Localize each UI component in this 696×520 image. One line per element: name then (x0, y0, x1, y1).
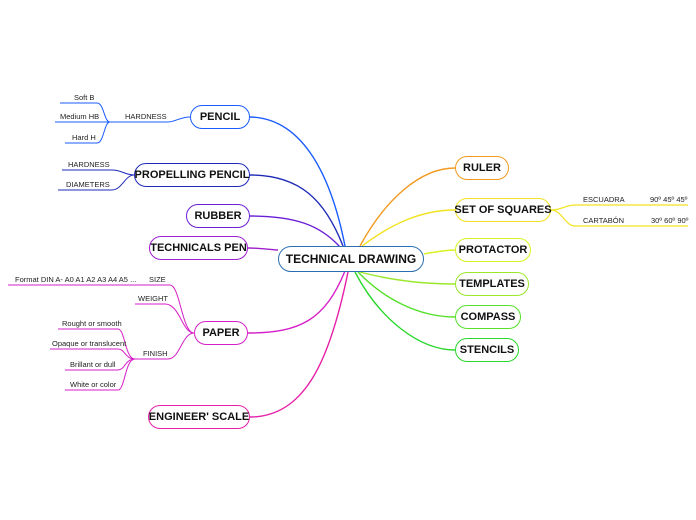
node-pencil[interactable]: PENCIL (190, 105, 250, 129)
branch-stencils (354, 271, 456, 351)
leaf-cartabon[interactable]: CARTABÓN (583, 216, 624, 225)
leaf-propelling-hardness[interactable]: HARDNESS (68, 160, 110, 169)
leaf-brillant-dull[interactable]: Brillant or dull (70, 360, 116, 369)
leaf-weight[interactable]: WEIGHT (138, 294, 168, 303)
node-compass[interactable]: COMPASS (455, 305, 521, 329)
leaf-finish[interactable]: FINISH (143, 349, 168, 358)
node-ruler[interactable]: RULER (455, 156, 509, 180)
leaf-diameters[interactable]: DIAMETERS (66, 180, 110, 189)
branch-paper (247, 270, 346, 334)
leaf-opaque-translucent[interactable]: Opaque or translucent (52, 339, 127, 348)
leaf-size-format[interactable]: Format DIN A- A0 A1 A2 A3 A4 A5 ... (15, 275, 137, 284)
node-engineer-scale[interactable]: ENGINEER' SCALE (148, 405, 250, 429)
leaf-soft-b[interactable]: Soft B (74, 93, 95, 102)
leaf-cartabon-value[interactable]: 30º 60º 90º (651, 216, 689, 225)
leaf-size[interactable]: SIZE (149, 275, 166, 284)
branch-pencil (249, 116, 346, 247)
central-topic[interactable]: TECHNICAL DRAWING (278, 246, 424, 272)
node-stencils[interactable]: STENCILS (455, 338, 519, 362)
branch-squares (361, 209, 456, 247)
leaf-white-color[interactable]: White or color (70, 380, 117, 389)
leaf-escuadra[interactable]: ESCUADRA (583, 195, 625, 204)
node-templates[interactable]: TEMPLATES (455, 272, 529, 296)
node-propelling-pencil[interactable]: PROPELLING PENCIL (134, 163, 250, 187)
leaf-escuadra-value[interactable]: 90º 45º 45º (650, 195, 688, 204)
branch-scale (249, 271, 349, 418)
branch-ruler (359, 167, 456, 247)
leaf-medium-hb[interactable]: Medium HB (60, 112, 100, 121)
branch-protactor (423, 249, 456, 255)
branch-templates (359, 271, 456, 285)
branch-propelling (249, 174, 344, 247)
leaf-hard-h[interactable]: Hard H (72, 133, 96, 142)
branch-techpen (247, 247, 279, 251)
leaf-rought-smooth[interactable]: Rought or smooth (62, 319, 122, 328)
node-rubber[interactable]: RUBBER (186, 204, 250, 228)
branch-rubber (249, 215, 341, 248)
leaf-hardness[interactable]: HARDNESS (125, 112, 167, 121)
node-set-of-squares[interactable]: SET OF SQUARES (454, 198, 552, 222)
branch-compass (357, 271, 456, 318)
node-paper[interactable]: PAPER (194, 321, 248, 345)
node-technicals-pen[interactable]: TECHNICALS PEN (149, 236, 248, 260)
node-protactor[interactable]: PROTACTOR (455, 238, 531, 262)
